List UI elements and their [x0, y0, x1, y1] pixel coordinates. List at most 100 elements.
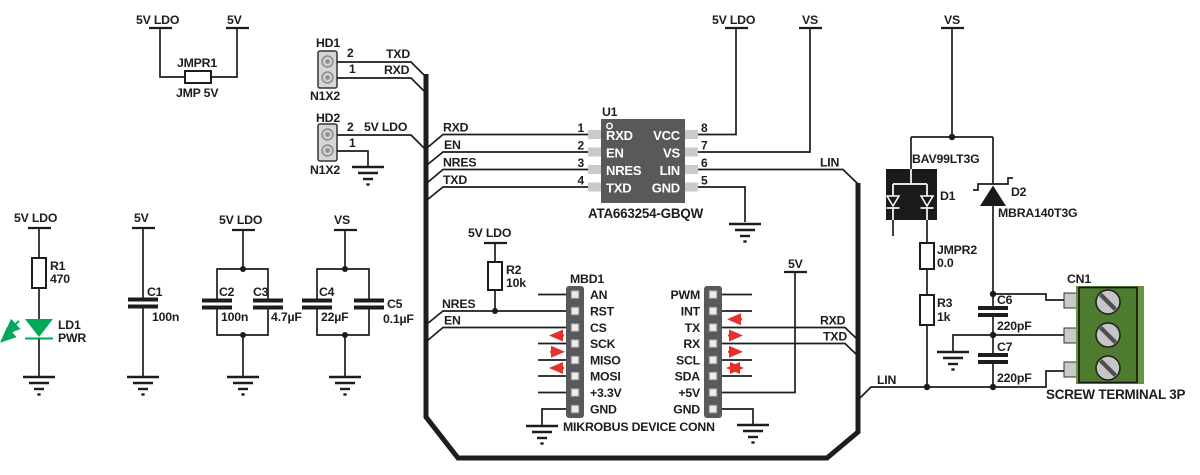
mbd1-pin-int: INT: [681, 305, 701, 319]
led-power-circuit: 5V LDO R1 470 LD1 PWR: [0, 211, 87, 396]
u1-lin-transceiver: RXD EN NRES TXD RXD EN NRES TXD VCC VS L…: [426, 13, 859, 243]
mbd1-pin-sda: SDA: [675, 370, 701, 384]
c1-value: 100n: [152, 310, 179, 324]
u1-pin6-tab: [684, 165, 698, 174]
r3-value: 1k: [937, 310, 951, 324]
r2-body: [487, 261, 503, 291]
hd2-ref: HD2: [316, 111, 340, 125]
cn1-screw-icon: [1095, 355, 1121, 381]
mbd1-pin-gnd: GND: [590, 403, 617, 417]
u1-pad-txd: TXD: [606, 181, 631, 196]
cn1-pin3-tab: [1063, 361, 1078, 378]
u1-net-nres: NRES: [443, 156, 476, 170]
u1-net-en: EN: [444, 138, 461, 152]
u1-vs-flag: VS: [802, 13, 818, 27]
u1-pad-lin: LIN: [660, 163, 680, 178]
c3-ref: C3: [253, 285, 269, 299]
mbd1-pin-pwm: PWM: [671, 288, 700, 302]
c4-value: 22µF: [321, 310, 349, 324]
mbd1-pin-sck: SCK: [590, 337, 616, 351]
lin-net-label: LIN: [877, 373, 897, 387]
r1-value: 470: [50, 272, 70, 286]
jmpr2-value: 0.0: [937, 256, 954, 270]
c6-value: 220pF: [997, 319, 1032, 333]
d1-part-number: BAV99LT3G: [912, 152, 979, 166]
u1-pin1-tab: [588, 130, 602, 139]
d2-schottky-cathode-icon: [973, 177, 1013, 191]
u1-pin3-number: 3: [578, 156, 585, 170]
u1-pin8-number: 8: [701, 121, 708, 135]
u1-pin1-marker-icon: [606, 122, 613, 130]
hd1-pkg: N1X2: [310, 89, 340, 103]
c4-ref: C4: [319, 285, 335, 299]
u1-pad-nres: NRES: [606, 163, 642, 178]
mbd1-strip-right: [704, 286, 722, 418]
mbd1-pin-mosi: MOSI: [590, 370, 621, 384]
ld1-ref: LD1: [58, 318, 81, 332]
mbd1-5v-flag: 5V: [788, 257, 804, 271]
d1-diode-a-icon: [885, 195, 901, 208]
u1-pad-vs: VS: [663, 146, 680, 161]
u1-pin4-tab: [588, 182, 602, 192]
header-hd1: HD1 2 1 TXD RXD N1X2: [310, 36, 427, 103]
r3-body: [919, 294, 935, 326]
c7-ref: C7: [997, 340, 1013, 354]
u1-pin7-tab: [684, 147, 698, 157]
hd2-pin1-number: 1: [349, 136, 356, 150]
vs-flag: VS: [944, 13, 960, 27]
c4c5-rail-label: VS: [334, 213, 350, 227]
signal-bus: [423, 74, 861, 461]
u1-pin8-tab: [684, 130, 698, 139]
u1-pin1-number: 1: [578, 121, 585, 135]
r2-ref: R2: [506, 263, 522, 277]
c2c3-rail-label: 5V LDO: [219, 213, 263, 227]
u1-ref: U1: [602, 105, 618, 119]
hd1-pin1-number: 1: [349, 62, 356, 76]
hd1-pin2-number: 2: [347, 46, 354, 60]
u1-pad-gnd: GND: [652, 181, 680, 196]
u1-net-txd: TXD: [443, 173, 467, 187]
cn1-pin1-tab: [1063, 292, 1078, 309]
d1-ref: D1: [940, 189, 956, 203]
jmpr1-ref: JMPR1: [177, 56, 217, 70]
mbd1-pin-miso: MISO: [590, 354, 621, 368]
r2-value: 10k: [506, 276, 526, 290]
u1-body: [601, 119, 685, 203]
mikrobus-connector: NRES EN MBD1 AN RST CS SCK MISO MOSI +3.…: [426, 257, 859, 445]
mbd1-pin-tx: TX: [685, 321, 701, 335]
net-label-5v: 5V: [227, 13, 243, 27]
cap-c1: 5V C1 100n: [125, 211, 179, 396]
r1-ref: R1: [50, 259, 66, 273]
led-rail-label: 5V LDO: [14, 211, 58, 225]
d1-diode-b-icon: [919, 195, 935, 208]
mbd1-pin-gnd2: GND: [673, 403, 700, 417]
mbd1-strip: [566, 286, 584, 418]
u1-pad-rxd: RXD: [606, 128, 633, 143]
mbd1-pin-rx: RX: [683, 337, 701, 351]
u1-pin5-tab: [684, 182, 698, 192]
u1-pin3-tab: [588, 165, 602, 174]
mbd1-pin-scl: SCL: [676, 354, 701, 368]
u1-pin4-number: 4: [578, 174, 585, 188]
c3-value: 4.7µF: [271, 310, 302, 324]
c6-ref: C6: [997, 293, 1013, 307]
lin-protection-network: VS BAV99LT3G D1 D2 MBRA140T3G JMPR2 0.0 …: [857, 13, 1078, 401]
u1-pin6-number: 6: [701, 156, 708, 170]
u1-vcc-flag: 5V LDO: [712, 13, 756, 27]
c1-ref: C1: [147, 285, 163, 299]
u1-pin7-number: 7: [701, 139, 708, 153]
mbd1-pin-an: AN: [590, 288, 608, 302]
r1-body: [31, 257, 47, 289]
jmpr1-body: [184, 70, 212, 84]
u1-lin-net: LIN: [820, 156, 840, 170]
ld1-value: PWR: [58, 331, 86, 345]
hd1-net-txd: TXD: [386, 47, 410, 61]
cn1-screw-icon: [1095, 322, 1121, 348]
hd1-net-rxd: RXD: [384, 63, 410, 77]
d2-ref: D2: [1011, 185, 1027, 199]
mbd1-net-en: EN: [444, 314, 461, 328]
cn1-screw-terminal: CN1 SCREW TERMINAL 3P: [1046, 272, 1186, 402]
cn1-pin2-tab: [1063, 327, 1078, 344]
